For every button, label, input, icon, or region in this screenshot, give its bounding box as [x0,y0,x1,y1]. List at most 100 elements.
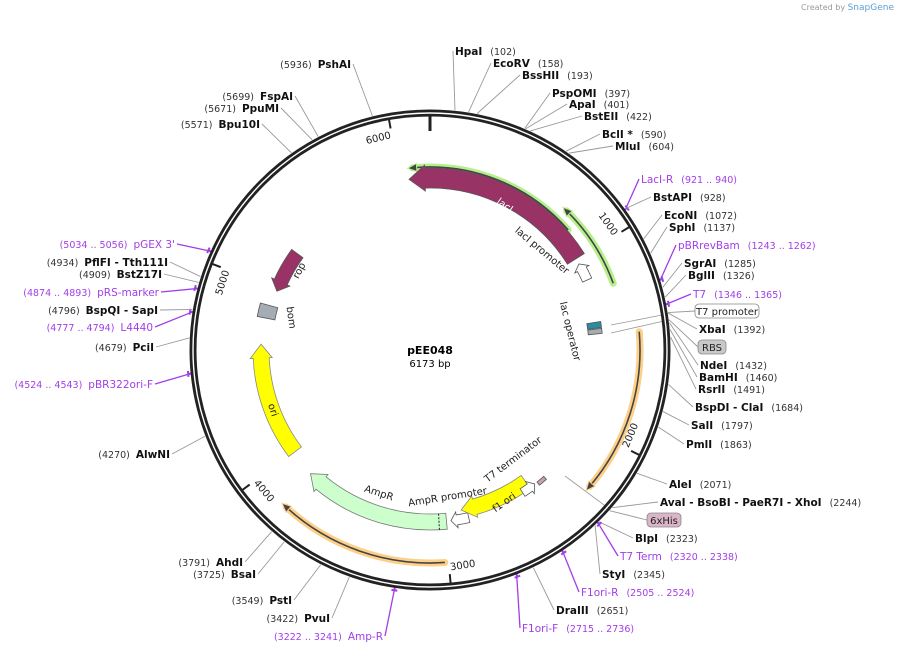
site-label[interactable]: (4909)BstZ17I [79,269,162,281]
site-label[interactable]: BglII(1326) [688,270,755,282]
site-label[interactable]: (4796)BspQI - SapI [48,305,158,317]
T7-terminator-feature[interactable] [519,480,536,497]
site-label[interactable]: EcoNI(1072) [664,210,737,222]
site-label[interactable]: BlpI(2323) [635,533,698,545]
feature-leader-line [609,510,648,521]
boxed-feature-label[interactable]: 6xHis [646,512,682,528]
primer-range: (2505 .. 2524) [626,588,694,599]
site-label[interactable]: (3791)AhdI [178,557,243,569]
primer-label[interactable]: (3222 .. 3241)Amp-R [274,631,383,643]
site-label[interactable]: SalI(1797) [691,420,753,432]
primer-label[interactable]: T7(1346 .. 1365) [692,289,782,301]
primer-leader-line [516,574,521,629]
primer-binding-mark [514,573,521,579]
site-label[interactable]: (5671)PpuMI [204,103,279,115]
lac-operator-label: lac operator [557,301,583,363]
site-label[interactable]: EcoRV(158) [493,58,563,70]
lac-operator-feature-2[interactable] [587,327,603,336]
site-label[interactable]: BstEII(422) [584,111,652,123]
rop-feature[interactable] [270,248,304,292]
lacI-promoter-feature[interactable] [573,263,593,283]
site-label[interactable]: BamHI(1460) [699,372,777,384]
site-leader-line [261,123,292,154]
site-leader-line [669,322,699,366]
tick-mark [212,262,222,269]
primer-label[interactable]: LacI-R(921 .. 940) [641,174,737,186]
site-leader-line [565,133,601,152]
enzyme-name: PspOMI [552,88,597,100]
site-label[interactable]: AvaI - BsoBI - PaeR7I - XhoI(2244) [660,497,861,509]
site-label[interactable]: (5571)Bpu10I [181,119,260,131]
site-label[interactable]: RsrII(1491) [698,384,765,396]
primer-label[interactable]: (4777 .. 4794)L4440 [47,322,153,334]
site-label[interactable]: BstAPI(928) [653,192,726,204]
site-label[interactable]: (4679)PciI [95,342,154,354]
orf-arrow[interactable] [585,328,644,492]
primer-leader-line [176,243,211,252]
site-label[interactable]: PmlI(1863) [686,439,752,451]
ori-feature[interactable] [249,343,302,458]
primer-leader-line [624,178,640,210]
site-label[interactable]: PspOMI(397) [552,88,630,100]
site-leader-line [257,541,285,575]
site-label[interactable]: HpaI(102) [455,46,516,58]
site-label[interactable]: (5699)FspAI [222,91,293,103]
primer-label[interactable]: pBRrevBam(1243 .. 1262) [678,240,816,252]
site-label[interactable]: (3422)PvuI [266,613,330,625]
AmpR-feature[interactable] [310,473,448,531]
f1-ori-feature[interactable] [460,474,532,519]
site-label[interactable]: BssHII(193) [522,70,593,82]
enzyme-name: BspQI - SapI [86,305,158,317]
site-label[interactable]: BclI *(590) [602,129,666,141]
features [249,162,644,567]
AmpR-promoter-feature[interactable] [450,510,471,529]
orf-arrow[interactable] [562,206,617,287]
site-label[interactable]: BspDI - ClaI(1684) [695,402,803,414]
site-label[interactable]: ApaI(401) [569,99,629,111]
site-label[interactable]: (4934)PflFI - Tth111I [47,257,168,269]
lacI-feature[interactable] [408,164,585,265]
site-leader-line [294,95,319,137]
site-label[interactable]: StyI(2345) [602,569,665,581]
orf-arrow[interactable] [281,502,449,567]
T7-terminator-stem[interactable] [536,475,547,486]
primer-label[interactable]: (4874 .. 4893)pRS-marker [23,287,159,299]
cut-position: (590) [641,130,667,141]
boxed-feature-label[interactable]: RBS [697,339,727,355]
primer-label[interactable]: (4524 .. 4543)pBR322ori-F [14,379,153,391]
boxed-feature-label[interactable]: T7 promoter [694,303,760,319]
primer-range: (4524 .. 4543) [14,380,82,391]
site-label[interactable]: AleI(2071) [669,479,731,491]
site-label[interactable]: SgrAI(1285) [684,258,756,270]
site-label[interactable]: NdeI(1432) [700,360,767,372]
site-leader-line [476,74,521,114]
site-label[interactable]: DraIII(2651) [556,605,628,617]
site-leader-line [669,329,698,378]
orf-arrow[interactable] [406,162,572,234]
site-label[interactable]: MluI(604) [615,141,674,153]
site-leader-line [643,214,663,240]
primer-binding-mark [206,247,212,254]
primer-name: T7 [692,289,706,301]
bom-feature[interactable] [256,302,279,321]
tick-label: 4000 [251,478,276,505]
enzyme-name: AlwNI [136,449,170,461]
primer-leader-line [659,244,677,280]
site-label[interactable]: (3725)BsaI [193,569,256,581]
lac-operator-feature[interactable] [586,320,602,330]
primer-label[interactable]: F1ori-F(2715 .. 2736) [522,623,634,635]
cut-position: (1326) [723,271,755,282]
primer-label[interactable]: T7 Term(2320 .. 2338) [619,551,738,563]
primer-label[interactable]: F1ori-R(2505 .. 2524) [581,587,694,599]
site-label[interactable]: XbaI(1392) [699,324,765,336]
orf-arrow-highlight [586,328,644,490]
site-label[interactable]: (5936)PshAI [280,59,351,71]
site-leader-line [244,531,272,563]
primer-label[interactable]: (5034 .. 5056)pGEX 3' [60,239,175,251]
primer-range: (921 .. 940) [681,175,737,186]
plasmid-length: 6173 bp [409,359,450,370]
site-label[interactable]: SphI(1137) [669,222,735,234]
site-label[interactable]: (4270)AlwNI [98,449,170,461]
site-leader-line [468,62,492,113]
site-label[interactable]: (3549)PstI [232,595,292,607]
